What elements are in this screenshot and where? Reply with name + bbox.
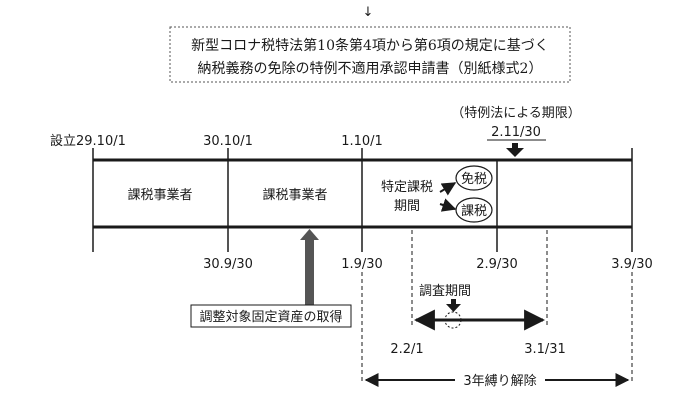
survey-label: 調査期間: [419, 284, 471, 299]
arrow-to-exempt: [439, 182, 457, 196]
header-box: 新型コロナ税特法第10条第4項から第6項の規定に基づく 納税義務の免除の特例不適…: [169, 26, 571, 83]
timeline-band: [92, 148, 633, 252]
segment-special-line2: 期間: [394, 199, 420, 214]
label-1-9-30: 1.9/30: [341, 257, 383, 272]
exempt-label: 免税: [461, 172, 487, 187]
survey-end-label: 3.1/31: [524, 342, 566, 357]
segment-special-line1: 特定課税: [381, 179, 433, 195]
taxable-oval: 課税: [455, 197, 493, 223]
header-line-1: 新型コロナ税特法第10条第4項から第6項の規定に基づく: [191, 37, 549, 54]
dashed-guides: [361, 230, 633, 382]
label-30-9-30: 30.9/30: [203, 257, 253, 272]
label-2-9-30: 2.9/30: [476, 257, 518, 272]
exempt-oval: 免税: [455, 165, 493, 191]
segment-taxable-2: 課税事業者: [262, 187, 327, 203]
header-line-2: 納税義務の免除の特例不適用承認申請書（別紙様式2）: [198, 60, 543, 77]
top-down-arrow: ↓: [363, 5, 374, 20]
segment-taxable-1: 課税事業者: [127, 187, 192, 203]
asset-box: 調整対象固定資産の取得: [190, 304, 352, 328]
deadline-label: （特例法による期限）: [451, 106, 581, 121]
asset-up-arrow-icon: [300, 229, 319, 306]
label-1-10-1: 1.10/1: [341, 134, 383, 149]
release-label: 3年縛り解除: [463, 373, 536, 389]
arrow-to-taxable: [439, 198, 457, 212]
deadline-down-arrow-icon: [506, 143, 524, 157]
survey-down-arrow-icon: [446, 299, 461, 312]
taxable-label: 課税: [461, 203, 487, 219]
label-3-9-30: 3.9/30: [611, 257, 653, 272]
label-30-10-1: 30.10/1: [203, 134, 253, 149]
deadline-date: 2.11/30: [491, 125, 541, 140]
asset-box-label: 調整対象固定資産の取得: [199, 309, 342, 325]
label-founding: 設立29.10/1: [50, 133, 126, 149]
survey-start-label: 2.2/1: [390, 342, 423, 357]
